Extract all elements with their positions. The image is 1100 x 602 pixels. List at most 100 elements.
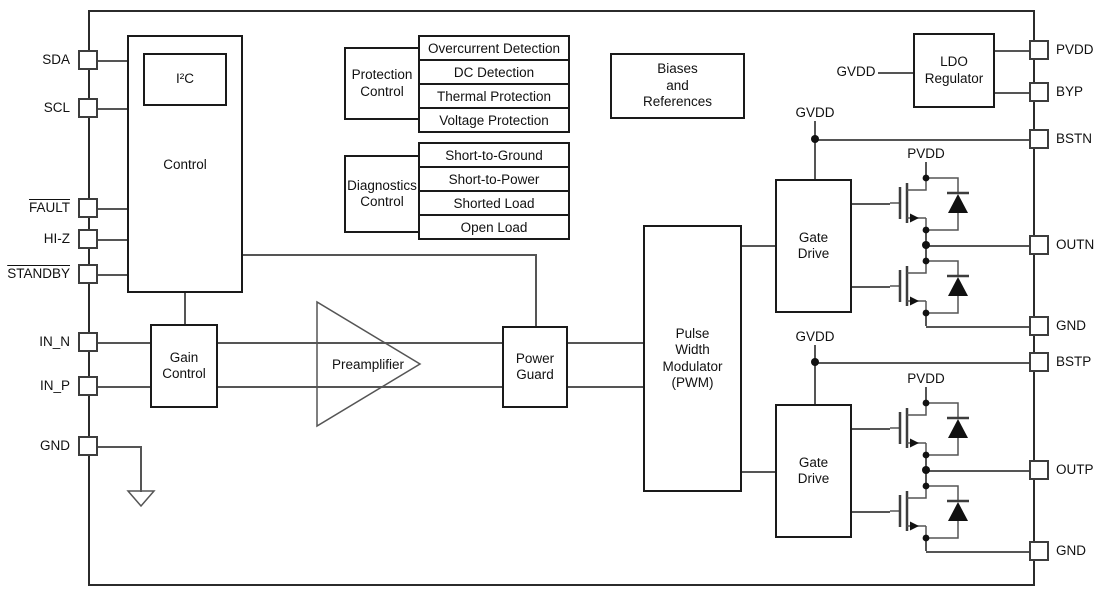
wire-gvdd-gatedrive-p [814, 362, 816, 404]
pin-label-hiz: HI-Z [43, 231, 70, 246]
mosfet-lowside-n [890, 257, 969, 317]
wire-gvdd-ldo [878, 72, 913, 74]
wire-gate-ls-n [852, 286, 890, 288]
pin-in-p [78, 376, 98, 396]
junction-dot [811, 135, 819, 143]
junction-dot [922, 257, 930, 265]
wire-gvdd-stub-n [814, 121, 816, 139]
ground-symbol [126, 490, 156, 508]
junction-dot [922, 309, 930, 317]
block-protection-control: Protection Control [344, 47, 420, 120]
pin-label-outn: OUTN [1056, 237, 1095, 252]
pin-label-pvdd: PVDD [1056, 42, 1094, 57]
wire-outn [926, 245, 1029, 247]
wire-bstn [814, 139, 1029, 141]
pin-label-bstn: BSTN [1056, 131, 1093, 146]
wire [98, 446, 141, 448]
block-pwm: Pulse Width Modulator (PWM) [643, 225, 742, 492]
mosfet-highside-p [890, 399, 969, 459]
pin-pvdd [1029, 40, 1049, 60]
source-arrow [910, 521, 919, 531]
block-label: Pulse [675, 325, 710, 341]
wire-signal-n [218, 342, 502, 344]
wire-gvdd-gatedrive-n [814, 139, 816, 179]
block-control-label: Control [163, 157, 207, 172]
junction-dot [922, 482, 930, 490]
row-label: Voltage Protection [439, 112, 549, 128]
pin-label-bstp: BSTP [1056, 354, 1092, 369]
body-diode [948, 502, 968, 521]
pin-gnd-n [1029, 316, 1049, 336]
pin-hiz [78, 229, 98, 249]
wire-signal-n [568, 342, 643, 344]
pin-gnd-left [78, 436, 98, 456]
pin-label-sda: SDA [42, 52, 70, 67]
wire-pwm-gatedrive-n [742, 245, 775, 247]
block-label: Width [675, 342, 710, 358]
row-short-to-power: Short-to-Power [418, 166, 570, 192]
wire-gvdd-stub-p [814, 345, 816, 362]
row-open-load: Open Load [418, 214, 570, 240]
wire-outp [926, 470, 1029, 472]
pin-bstp [1029, 352, 1049, 372]
body-diode [948, 419, 968, 438]
row-overcurrent-detection: Overcurrent Detection [418, 35, 570, 61]
block-label: Regulator [924, 70, 984, 86]
junction-dot [811, 358, 819, 366]
source-arrow [910, 213, 919, 223]
block-label: Biases [657, 61, 698, 77]
block-gain-control: Gain Control [150, 324, 218, 408]
wire-gate-hs-p [852, 428, 890, 430]
junction-dot [922, 466, 930, 474]
block-label: Modulator [662, 358, 723, 374]
wire-control-powerguard [535, 254, 537, 326]
net-label-pvdd: PVDD [907, 371, 945, 386]
block-gate-drive-n: Gate Drive [775, 179, 852, 313]
pin-in-n [78, 332, 98, 352]
wire-gnd-p [926, 551, 1029, 553]
junction-dot [922, 241, 930, 249]
block-label: (PWM) [671, 374, 714, 390]
row-short-to-ground: Short-to-Ground [418, 142, 570, 168]
pin-label-gnd-left: GND [40, 438, 70, 453]
block-label: References [642, 94, 713, 110]
wire-gnd-n [926, 326, 1029, 328]
junction-dot [922, 226, 930, 234]
block-power-guard: Power Guard [502, 326, 568, 408]
row-dc-detection: DC Detection [418, 59, 570, 85]
pin-bstn [1029, 129, 1049, 149]
pin-label-gnd-p: GND [1056, 543, 1086, 558]
pin-label-gnd-n: GND [1056, 318, 1086, 333]
pin-label-in-n: IN_N [39, 334, 70, 349]
block-label: Gate [798, 229, 829, 245]
row-label: Open Load [460, 219, 528, 235]
ground-triangle [126, 490, 156, 508]
row-thermal-protection: Thermal Protection [418, 83, 570, 109]
body-diode [948, 194, 968, 213]
block-label: and [666, 77, 689, 93]
wire [98, 208, 128, 210]
preamplifier-shape [316, 300, 422, 428]
net-label-gvdd: GVDD [795, 329, 835, 344]
wire-gnd-symbol [140, 446, 142, 492]
source-arrow [910, 296, 919, 306]
pin-label-outp: OUTP [1056, 462, 1094, 477]
pin-fault [78, 198, 98, 218]
pin-outp [1029, 460, 1049, 480]
wire-pvdd-stub-p [925, 387, 927, 403]
wire-ldo-byp [995, 92, 1029, 94]
block-diagnostics-control: Diagnostics Control [344, 155, 420, 233]
pin-byp [1029, 82, 1049, 102]
block-label: Control [360, 194, 404, 209]
wire [98, 239, 128, 241]
wire [98, 386, 150, 388]
pin-gnd-p [1029, 541, 1049, 561]
wire-bstp [814, 362, 1029, 364]
block-gate-drive-p: Gate Drive [775, 404, 852, 538]
row-label: Shorted Load [453, 195, 535, 211]
mosfet-highside-n [890, 174, 969, 234]
pin-label-byp: BYP [1056, 84, 1084, 99]
wire-signal-p [568, 386, 643, 388]
row-label: Short-to-Ground [445, 147, 543, 163]
